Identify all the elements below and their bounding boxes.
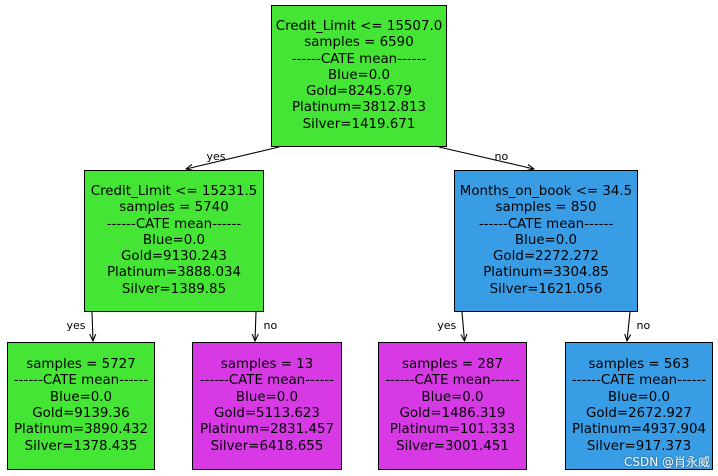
node-text-line: Gold=2672.927 — [586, 406, 692, 421]
node-text-line: Blue=0.0 — [142, 232, 206, 248]
node-text-line: Blue=0.0 — [514, 232, 578, 248]
node-text-line: Months_on_book <= 34.5 — [459, 183, 633, 199]
node-text-line: Blue=0.0 — [607, 389, 671, 405]
tree-node-leaf-2: samples = 13------CATE mean------Blue=0.… — [192, 342, 342, 470]
node-text-line: ------CATE mean------ — [385, 373, 520, 389]
node-text-line: Credit_Limit <= 15507.0 — [275, 18, 443, 34]
node-text-line: Platinum=2831.457 — [199, 422, 335, 438]
edge-label-yes: yes — [206, 150, 226, 163]
node-text-line: Silver=917.373 — [586, 438, 692, 454]
node-text-line: Gold=2272.272 — [493, 249, 599, 265]
tree-node-leaf-4: samples = 563------CATE mean------Blue=0… — [565, 342, 713, 470]
tree-edge-right-to-leaf-3 — [462, 311, 465, 341]
node-text-line: Credit_Limit <= 15231.5 — [90, 183, 258, 199]
node-text-line: Silver=1378.435 — [24, 438, 138, 454]
node-text-line: Blue=0.0 — [327, 67, 391, 83]
node-text-line: Blue=0.0 — [49, 389, 113, 405]
tree-edge-right-to-leaf-4 — [627, 311, 630, 341]
node-text-line: samples = 5740 — [119, 200, 229, 216]
edge-label-yes: yes — [66, 318, 86, 332]
node-text-line: Gold=9139.36 — [32, 406, 130, 421]
node-text-line: Platinum=3890.432 — [13, 422, 149, 438]
tree-node-leaf-1: samples = 5727------CATE mean------Blue=… — [7, 342, 155, 470]
edge-label-no: no — [494, 150, 509, 163]
node-text-line: Silver=6418.655 — [210, 438, 324, 454]
watermark: CSDN @肖永威 — [623, 455, 710, 469]
node-text-line: ------CATE mean------ — [571, 373, 707, 389]
node-text-line: ------CATE mean------ — [478, 216, 614, 232]
node-text-line: Platinum=3888.034 — [106, 265, 242, 281]
edge-label-yes: yes — [437, 318, 457, 332]
node-text-line: Blue=0.0 — [235, 389, 299, 405]
node-text-line: Gold=9130.243 — [121, 249, 227, 265]
node-text-line: ------CATE mean------ — [199, 373, 335, 389]
node-text-line: ------CATE mean------ — [106, 216, 242, 232]
node-text-line: samples = 287 — [402, 357, 503, 373]
node-text-line: Silver=1621.056 — [489, 281, 603, 297]
node-text-line: samples = 5727 — [26, 357, 136, 373]
node-text-line: samples = 6590 — [304, 35, 414, 51]
node-text-line: samples = 563 — [588, 357, 690, 373]
node-text-line: Silver=1389.85 — [121, 281, 227, 297]
node-text-line: Gold=5113.623 — [214, 406, 320, 421]
tree-edge-root-to-left — [186, 146, 280, 169]
node-text-line: samples = 850 — [495, 200, 597, 216]
node-text-line: Silver=3001.451 — [396, 438, 509, 454]
node-text-line: Blue=0.0 — [421, 389, 484, 405]
tree-edge-root-to-right — [438, 146, 534, 169]
node-text-line: Silver=1419.671 — [302, 116, 416, 132]
node-text-line: Gold=8245.679 — [306, 84, 412, 100]
edge-label-no: no — [263, 318, 278, 332]
edge-label-no: no — [636, 318, 651, 332]
tree-edge-left-to-leaf-1 — [92, 311, 93, 341]
node-text-line: ------CATE mean------ — [291, 51, 427, 67]
tree-edge-left-to-leaf-2 — [255, 311, 256, 341]
node-text-line: Platinum=3812.813 — [291, 100, 427, 116]
node-text-line: samples = 13 — [220, 357, 314, 373]
node-text-line: Platinum=101.333 — [389, 422, 516, 438]
node-text-line: Platinum=3304.85 — [483, 265, 609, 281]
node-text-line: Gold=1486.319 — [399, 406, 506, 421]
node-text-line: ------CATE mean------ — [13, 373, 149, 389]
tree-node-leaf-3: samples = 287------CATE mean------Blue=0… — [378, 342, 527, 470]
node-text-line: Platinum=4937.904 — [571, 422, 707, 438]
